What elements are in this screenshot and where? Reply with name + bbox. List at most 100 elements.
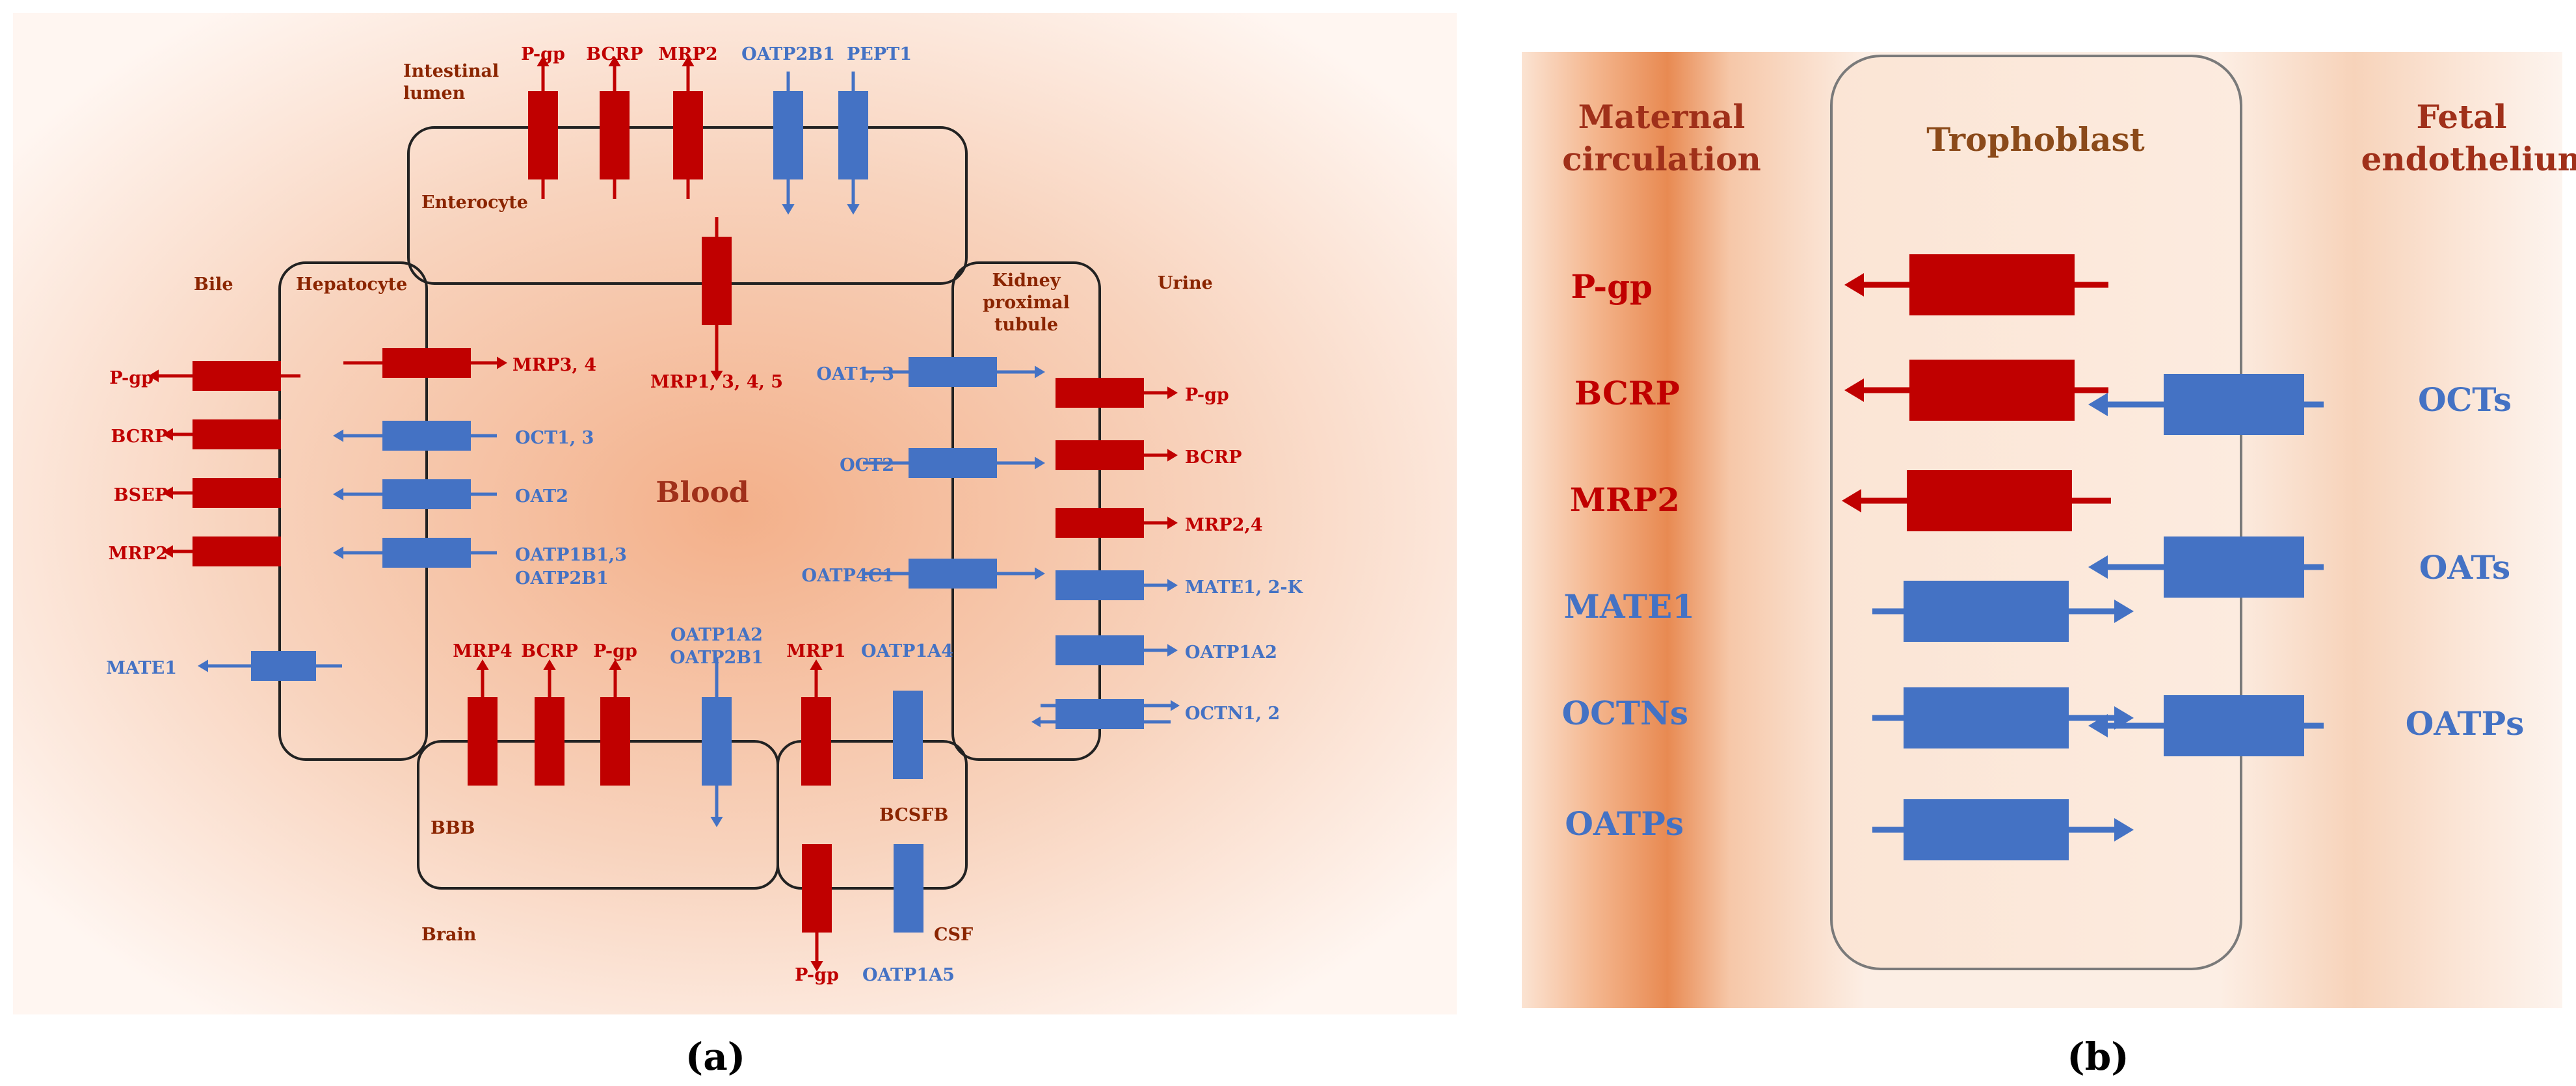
label-liver-oct13: OCT1, 3: [515, 428, 594, 448]
transporter-intestine-pept1: [838, 72, 868, 215]
enterocyte-label: Enterocyte: [421, 192, 528, 213]
kidney-label-line2: proximal: [983, 293, 1070, 313]
fetal-label-line1: Fetal: [2416, 98, 2506, 136]
label-b-bcrp: BCRP: [1574, 374, 1680, 412]
transporter-liver-mrp2: [163, 536, 281, 566]
hepatocyte-outline: [278, 261, 428, 761]
transporter-liver-oatp: [333, 538, 497, 568]
transporter-liver-bsep: [163, 478, 281, 508]
panel-b: Maternal circulation Fetal endothelium T…: [1522, 52, 2576, 1079]
transporter-intestine-oatp2b1: [773, 72, 803, 215]
transporter-bbb-oatp: [702, 658, 732, 827]
label-kidney-oct2: OCT2: [840, 455, 894, 475]
label-intestine-mrp2: MRP2: [658, 44, 717, 64]
label-b-mrp2: MRP2: [1570, 481, 1680, 519]
panel-b-transporters: [1842, 254, 2324, 860]
transporter-csf-oatp1a5: [894, 844, 923, 933]
bile-label: Bile: [194, 274, 233, 295]
transporter-kidney-oct2: [863, 448, 1045, 478]
label-kidney-oatp1a2: OATP1A2: [1185, 642, 1277, 663]
label-liver-pgp: P-gp: [109, 368, 153, 388]
transporter-kidney-oatp1a2: [1056, 635, 1178, 665]
label-b-pgp: P-gp: [1571, 267, 1653, 306]
label-csf-oatp1a5: OATP1A5: [862, 965, 955, 985]
panel-a-caption: (a): [685, 1035, 745, 1079]
transporter-liver-pgp: [148, 361, 300, 391]
label-liver-oat2: OAT2: [515, 486, 568, 507]
label-liver-mrp2: MRP2: [109, 544, 168, 564]
label-kidney-octn: OCTN1, 2: [1185, 704, 1280, 724]
transporter-b-pgp: [1844, 254, 2108, 315]
label-kidney-pgp: P-gp: [1185, 385, 1229, 405]
transporter-liver-oct13: [333, 421, 497, 451]
label-kidney-mate: MATE1, 2-K: [1185, 577, 1304, 598]
label-b-oats: OATs: [2419, 548, 2510, 587]
label-csf-pgp: P-gp: [795, 965, 839, 985]
label-b-octns: OCTNs: [1562, 694, 1688, 732]
csf-label: CSF: [934, 925, 973, 945]
label-kidney-oatp4c1: OATP4C1: [802, 566, 894, 586]
label-liver-bsep: BSEP: [114, 485, 168, 505]
transporter-intestine-bcrp: [600, 56, 630, 199]
label-bcsfb-mrp1: MRP1: [786, 641, 845, 661]
label-liver-oatp-line2: OATP2B1: [515, 568, 609, 589]
transporter-liver-oat2: [333, 479, 497, 509]
transporter-bcsfb-mrp1: [801, 659, 831, 786]
label-b-oatps-right: OATPs: [2406, 704, 2525, 743]
blood-label: Blood: [656, 476, 749, 509]
label-intestine-pgp: P-gp: [521, 44, 565, 64]
transporter-intestine-pgp: [528, 56, 558, 199]
label-bbb-pgp: P-gp: [593, 641, 637, 661]
transporter-kidney-oat13: [863, 357, 1045, 387]
transporter-liver-mate1: [198, 651, 342, 681]
transporter-csf-pgp: [802, 844, 832, 972]
label-bbb-oatp-line1: OATP1A2: [671, 625, 763, 645]
transporter-kidney-mrp24: [1056, 508, 1178, 538]
label-bcsfb-oatp1a4: OATP1A4: [861, 641, 953, 661]
transporter-enterocyte-mrp: [702, 217, 732, 381]
transporter-liver-mrp34: [343, 348, 507, 378]
label-bbb-oatp-line2: OATP2B1: [670, 648, 764, 668]
label-intestine-oatp2b1: OATP2B1: [741, 44, 835, 64]
transporter-intestine-mrp2: [673, 56, 703, 199]
label-liver-mrp34: MRP3, 4: [512, 355, 596, 375]
hepatocyte-label: Hepatocyte: [296, 274, 407, 295]
transporter-b-oatps-right: [2088, 695, 2324, 756]
label-bbb-mrp4: MRP4: [453, 641, 512, 661]
panel-a-transporters: [148, 56, 1180, 972]
label-intestine-pept1: PEPT1: [847, 44, 912, 64]
label-b-mate1: MATE1: [1563, 587, 1695, 626]
kidney-label-line1: Kidney: [992, 271, 1061, 291]
label-liver-oatp-line1: OATP1B1,3: [515, 545, 627, 565]
maternal-label-line1: Maternal: [1578, 98, 1746, 136]
label-kidney-mrp24: MRP2,4: [1185, 515, 1263, 535]
transporter-bbb-pgp: [600, 659, 630, 786]
bbb-label: BBB: [431, 818, 475, 838]
kidney-label-line3: tubule: [994, 315, 1058, 335]
transporter-bcsfb-oatp1a4: [893, 691, 923, 779]
label-b-octs: OCTs: [2418, 380, 2512, 419]
transporter-kidney-mate: [1056, 570, 1178, 600]
label-bbb-bcrp: BCRP: [521, 641, 578, 661]
transporter-kidney-pgp: [1056, 378, 1178, 408]
panel-b-caption: (b): [2067, 1035, 2129, 1079]
transporter-b-oatps-left: [1872, 799, 2134, 860]
transporter-b-octs: [2088, 374, 2324, 435]
label-enterocyte-mrp: MRP1, 3, 4, 5: [650, 372, 783, 392]
panel-a: Intestinal lumen Enterocyte Bile Hepatoc…: [13, 13, 1457, 1079]
maternal-label-line2: circulation: [1562, 140, 1761, 178]
urine-label: Urine: [1158, 273, 1213, 293]
label-b-oatps-left: OATPs: [1565, 804, 1684, 843]
label-intestine-bcrp: BCRP: [586, 44, 643, 64]
panel-a-background: [13, 13, 1457, 1014]
label-kidney-bcrp: BCRP: [1185, 447, 1242, 468]
intestinal-lumen-label-line1: Intestinal: [403, 61, 499, 81]
transporter-bbb-bcrp: [535, 659, 564, 786]
transporter-kidney-oatp4c1: [863, 559, 1045, 589]
label-kidney-oat13: OAT1, 3: [817, 364, 894, 384]
transporter-b-mrp2: [1842, 470, 2111, 531]
transporter-kidney-octn: [1031, 699, 1180, 729]
transporter-kidney-bcrp: [1056, 440, 1178, 470]
label-liver-mate1: MATE1: [106, 658, 177, 678]
